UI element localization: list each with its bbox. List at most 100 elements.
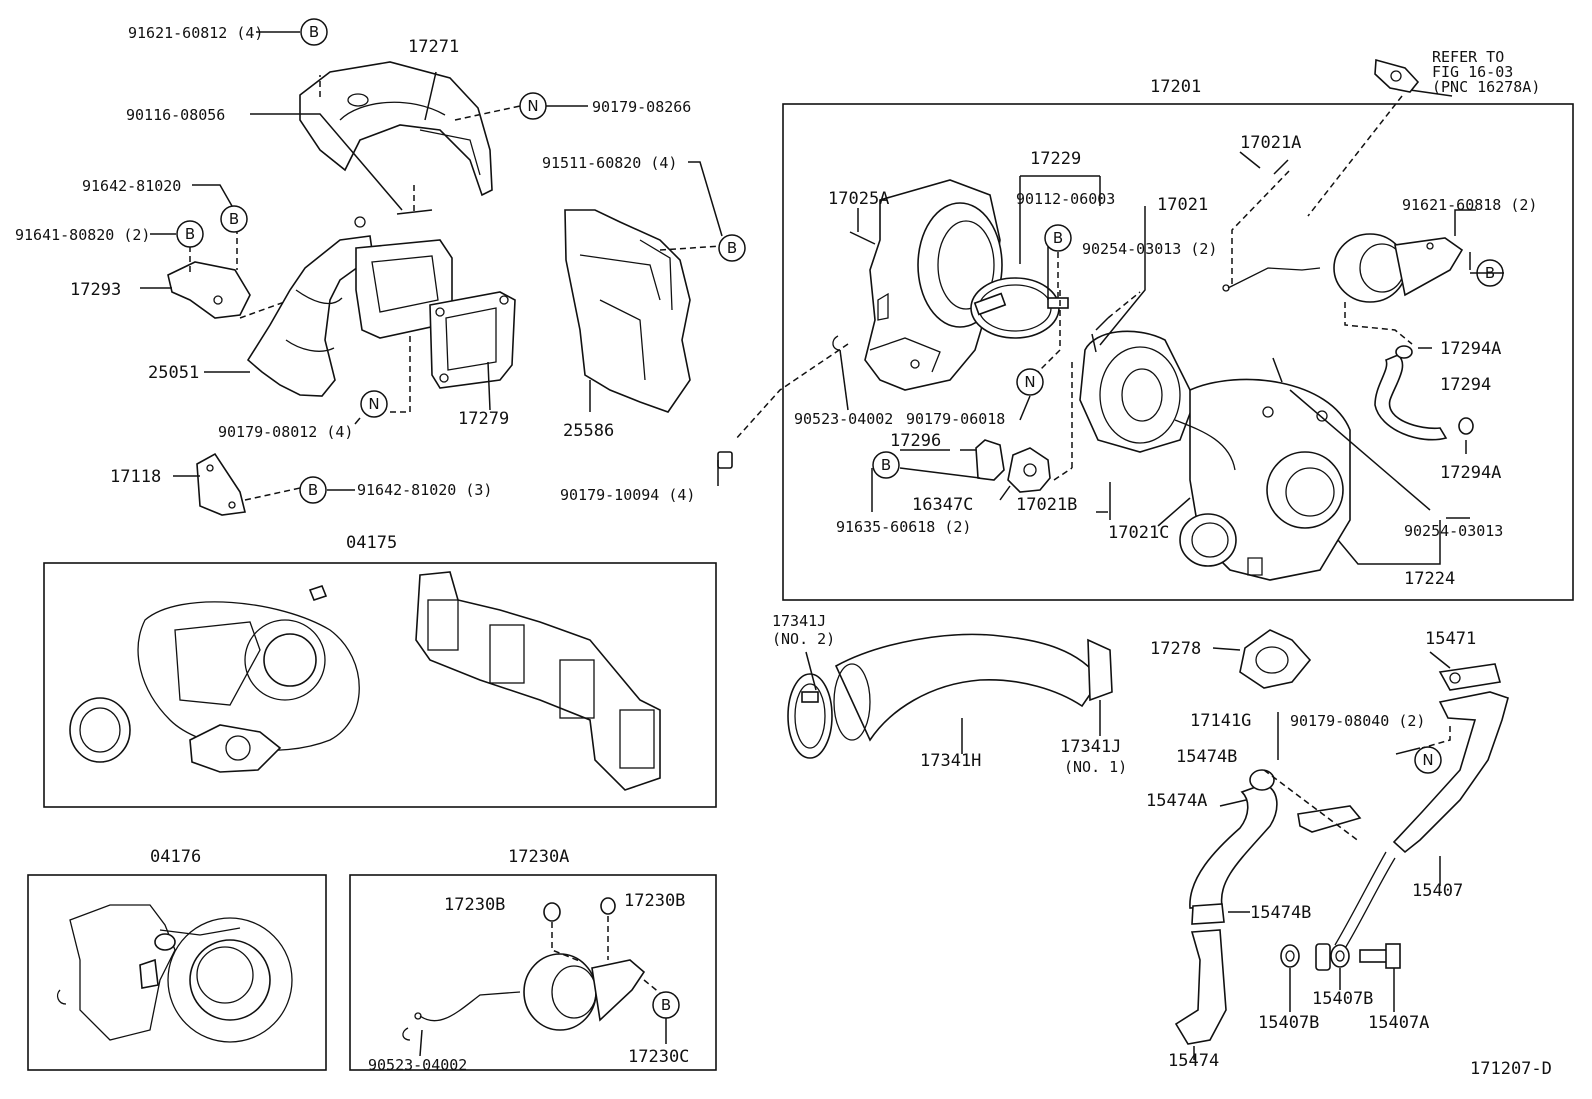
label-90179-08040: 90179-08040 (2) <box>1290 712 1425 730</box>
gasket-kit-box <box>43 562 717 808</box>
label-refer-fig: FIG 16-03 <box>1432 63 1513 81</box>
label-17021A: 17021A <box>1240 133 1301 153</box>
actuator-box <box>349 874 717 1071</box>
label-refer-pnc: (PNC 16278A) <box>1432 78 1540 96</box>
label-15474B-bottom: 15474B <box>1250 903 1311 923</box>
actuator-17230A <box>414 897 646 1031</box>
label-17021B: 17021B <box>1016 495 1077 515</box>
bracket-17118 <box>196 452 246 516</box>
label-17294A-bottom: 17294A <box>1440 463 1501 483</box>
label-90116-08056: 90116-08056 <box>126 106 225 124</box>
label-17294A-top: 17294A <box>1440 339 1501 359</box>
svg-text:B: B <box>1053 229 1063 247</box>
marker-b-2: B <box>220 205 248 233</box>
intake-hose-17341H <box>787 633 1113 759</box>
label-91642-81020: 91642-81020 <box>82 177 181 195</box>
svg-text:N: N <box>527 97 538 115</box>
label-90179-08266: 90179-08266 <box>592 98 691 116</box>
label-17296: 17296 <box>890 431 941 451</box>
turbo-kit-box <box>27 874 327 1071</box>
svg-text:B: B <box>309 23 319 41</box>
label-15471: 15471 <box>1425 629 1476 649</box>
turbo-assembly-box <box>782 103 1574 601</box>
figure-id: 171207-D <box>1470 1059 1552 1079</box>
label-91635-60618: 91635-60618 (2) <box>836 518 971 536</box>
heat-insulator-17271 <box>299 61 493 197</box>
marker-n-1: N <box>519 92 547 120</box>
marker-n-2: N <box>360 390 388 418</box>
label-17021C: 17021C <box>1108 523 1169 543</box>
label-17230B-left: 17230B <box>444 895 505 915</box>
label-17230B-right: 17230B <box>624 891 685 911</box>
label-17341J-no2: 17341J <box>772 612 826 630</box>
label-17025A: 17025A <box>828 189 889 209</box>
svg-text:B: B <box>308 481 318 499</box>
marker-b-5: B <box>718 234 746 262</box>
label-17230A: 17230A <box>508 847 569 867</box>
label-90523-04002: 90523-04002 <box>794 410 893 428</box>
kit-04176-turbo <box>56 904 293 1043</box>
label-17294: 17294 <box>1440 375 1491 395</box>
oil-pipe-15407 <box>1297 663 1509 951</box>
label-17341H: 17341H <box>920 751 981 771</box>
label-17341J-no2-sub: (NO. 2) <box>772 630 835 648</box>
label-90523-04002-kit: 90523-04002 <box>368 1056 467 1074</box>
marker-b-4: B <box>299 476 327 504</box>
label-16347C: 16347C <box>912 495 973 515</box>
label-15407: 15407 <box>1412 881 1463 901</box>
label-91641-80820: 91641-80820 (2) <box>15 226 150 244</box>
label-91621-60818: 91621-60818 (2) <box>1402 196 1537 214</box>
clip-90523 <box>832 335 841 351</box>
svg-text:B: B <box>185 225 195 243</box>
marker-b-3: B <box>176 220 204 248</box>
marker-b-9: B <box>652 991 680 1019</box>
label-25051: 25051 <box>148 363 199 383</box>
label-17229: 17229 <box>1030 149 1081 169</box>
clamp-17229 <box>970 277 1069 339</box>
marker-b-7: B <box>872 451 900 479</box>
label-17201: 17201 <box>1150 77 1201 97</box>
bracket-17293 <box>167 261 251 319</box>
label-90179-08012: 90179-08012 (4) <box>218 423 353 441</box>
kit-04175-gasket <box>415 571 661 791</box>
label-17341J-no1-sub: (NO. 1) <box>1064 758 1127 776</box>
gasket-17296 <box>975 439 1051 493</box>
nut-90179-10094 <box>717 451 733 469</box>
label-17341J-no1: 17341J <box>1060 737 1121 757</box>
label-15407B-right: 15407B <box>1312 989 1373 1009</box>
label-15474A: 15474A <box>1146 791 1207 811</box>
label-90179-06018: 90179-06018 <box>906 410 1005 428</box>
label-17118: 17118 <box>110 467 161 487</box>
label-17230C: 17230C <box>628 1047 689 1067</box>
label-15407A: 15407A <box>1368 1013 1429 1033</box>
label-04176: 04176 <box>150 847 201 867</box>
label-17271: 17271 <box>408 37 459 57</box>
vacuum-hose-17294 <box>1374 345 1474 441</box>
svg-text:B: B <box>661 996 671 1014</box>
svg-text:N: N <box>1024 373 1035 391</box>
gasket-17278 <box>1239 629 1312 689</box>
marker-b-1: B <box>300 18 328 46</box>
heat-insulator-25586 <box>564 209 691 413</box>
label-04175: 04175 <box>346 533 397 553</box>
label-91511-60820: 91511-60820 (4) <box>542 154 677 172</box>
label-17279: 17279 <box>458 409 509 429</box>
compressor-housing <box>1174 378 1351 581</box>
turbine-housing <box>864 179 1003 391</box>
exhaust-manifold-25051 <box>246 216 453 397</box>
marker-n-4: N <box>1414 746 1442 774</box>
label-25586: 25586 <box>563 421 614 441</box>
svg-text:B: B <box>727 239 737 257</box>
center-cartridge <box>1079 330 1196 453</box>
label-17293: 17293 <box>70 280 121 300</box>
bolt-15407A <box>1359 943 1401 969</box>
label-15474: 15474 <box>1168 1051 1219 1071</box>
refer-gasket <box>1374 58 1420 93</box>
label-17141G: 17141G <box>1190 711 1251 731</box>
svg-text:N: N <box>1422 751 1433 769</box>
label-91642-81020-3: 91642-81020 (3) <box>357 481 492 499</box>
label-90254-03013-2: 90254-03013 (2) <box>1082 240 1217 258</box>
label-17224: 17224 <box>1404 569 1455 589</box>
